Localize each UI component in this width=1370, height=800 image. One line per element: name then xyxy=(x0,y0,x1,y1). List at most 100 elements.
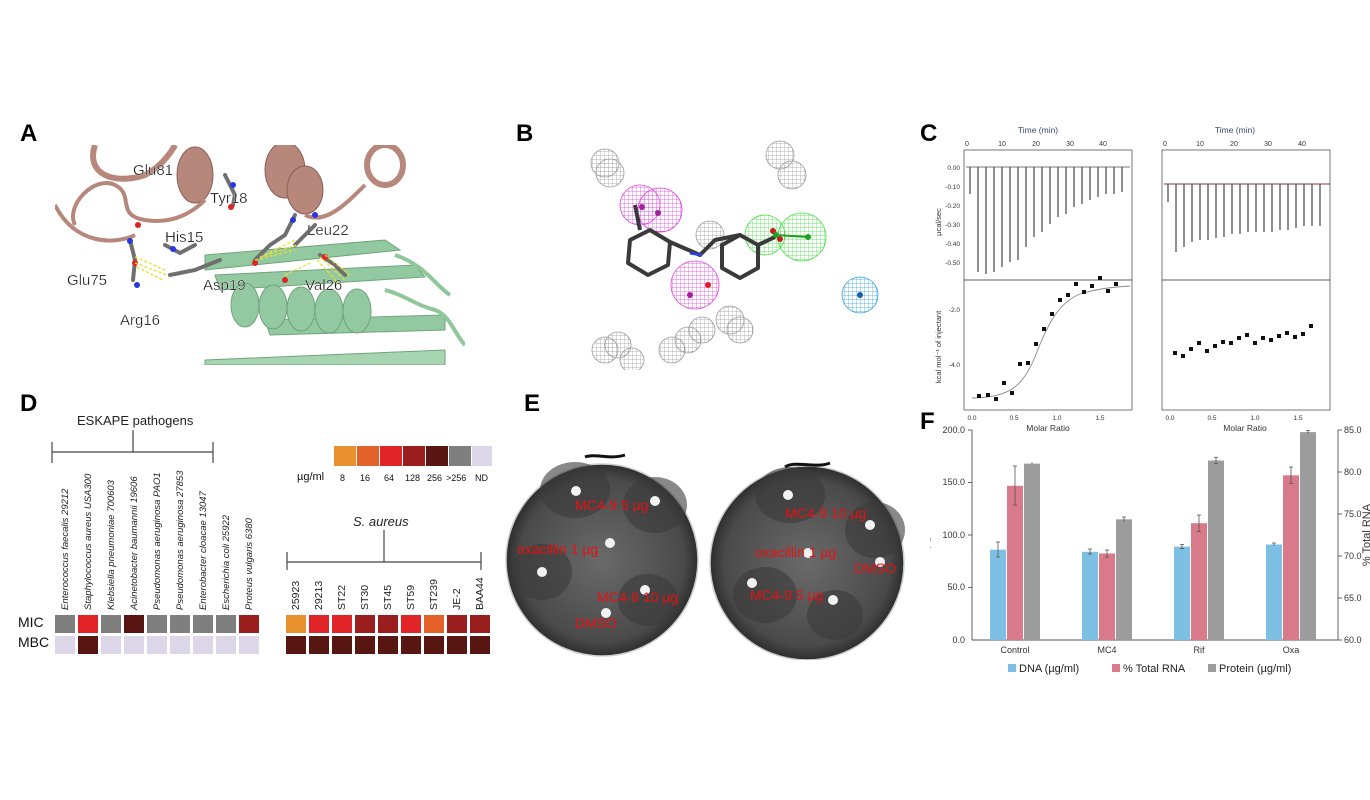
residue-sticks xyxy=(128,173,347,282)
svg-text:oxacillin 1 µg: oxacillin 1 µg xyxy=(755,544,836,560)
f-error-bars xyxy=(996,430,1310,558)
f-right-ylabel: % Total RNA xyxy=(1361,503,1370,566)
svg-text:Molar Ratio: Molar Ratio xyxy=(1223,423,1267,433)
svg-text:1.0: 1.0 xyxy=(1250,415,1259,422)
svg-text:DMSO: DMSO xyxy=(575,615,617,631)
svg-text:Protein (µg/ml): Protein (µg/ml) xyxy=(1219,663,1291,675)
svg-text:MC4: MC4 xyxy=(1097,645,1116,655)
svg-text:40: 40 xyxy=(1099,141,1107,148)
excluded-volume-spheres xyxy=(590,140,807,373)
fit-ylabel: kcal mol⁻¹ of injectant xyxy=(934,310,943,383)
hydrogen-bonds xyxy=(134,239,351,286)
svg-text:Control: Control xyxy=(1000,645,1029,655)
f-legend: DNA (µg/ml) % Total RNA Protein (µg/ml) xyxy=(1008,663,1291,675)
svg-text:DNA (µg/ml): DNA (µg/ml) xyxy=(1019,663,1079,675)
eskape-group-title: ESKAPE pathogens xyxy=(77,413,194,428)
panel-b-pharmacophore xyxy=(580,135,880,373)
plate-1-labels: MC4-9 5 µg oxacillin 1 µg MC4-9 10 µg DM… xyxy=(517,497,678,631)
svg-text:-4.0: -4.0 xyxy=(949,362,961,369)
control-points xyxy=(1173,324,1313,358)
plate-2-labels: MC4-9 10 µg oxacillin 1 µg DMSO MC4-9 5 … xyxy=(750,505,896,603)
svg-text:20: 20 xyxy=(1230,141,1238,148)
eskape-bracket xyxy=(51,430,214,463)
svg-text:60.0: 60.0 xyxy=(1344,635,1362,645)
raw-yticks: 0.00 -0.10 -0.20 -0.30 -0.40 -0.50 xyxy=(945,165,960,267)
panel-d-letter: D xyxy=(20,390,38,417)
svg-text:150.0: 150.0 xyxy=(942,477,965,487)
svg-text:200.0: 200.0 xyxy=(942,425,965,435)
saureus-group-title: S. aureus xyxy=(353,514,409,529)
svg-text:50.0: 50.0 xyxy=(947,582,965,592)
atoms-n xyxy=(127,182,318,288)
panel-c-letter: C xyxy=(920,120,938,147)
f-category-labels: Control MC4 Rif Oxa xyxy=(1000,645,1299,655)
svg-text:-0.40: -0.40 xyxy=(945,241,960,248)
svg-text:0.5: 0.5 xyxy=(1207,415,1216,422)
fit-points xyxy=(977,276,1118,401)
svg-text:-0.20: -0.20 xyxy=(945,203,960,210)
svg-text:70.0: 70.0 xyxy=(1344,551,1362,561)
f-right-ticks: 60.0 65.0 70.0 75.0 80.0 85.0 xyxy=(1344,425,1362,645)
svg-text:Oxa: Oxa xyxy=(1283,645,1300,655)
raw-injection-peaks-control xyxy=(1167,184,1321,252)
svg-text:10: 10 xyxy=(1196,141,1204,148)
svg-text:1.5: 1.5 xyxy=(1095,415,1104,422)
svg-text:30: 30 xyxy=(1066,141,1074,148)
residue-labels: Glu81 Tyr18 His15 Leu22 Glu75 Asp19 Val2… xyxy=(67,162,349,329)
panel-a-protein-structure: Glu81 Tyr18 His15 Leu22 Glu75 Asp19 Val2… xyxy=(53,141,467,366)
svg-text:30: 30 xyxy=(1264,141,1272,148)
svg-text:75.0: 75.0 xyxy=(1344,509,1362,519)
svg-text:0: 0 xyxy=(1163,141,1167,148)
panel-c-right-itc: Time (min) 0 10 20 30 40 xyxy=(1150,122,1350,442)
svg-text:0.0: 0.0 xyxy=(1165,415,1174,422)
panel-f-bar-chart: 0.0 50.0 100.0 150.0 200.0 60.0 65.0 70.… xyxy=(919,420,1370,685)
raw-ylabel: µcal/sec xyxy=(934,208,943,236)
panel-e-letter: E xyxy=(524,390,541,417)
svg-text:0.0: 0.0 xyxy=(952,635,965,645)
fit-yticks: -2.0 -4.0 xyxy=(949,307,961,369)
row-label-mic: MIC xyxy=(18,614,44,630)
svg-text:MC4-9 10 µg: MC4-9 10 µg xyxy=(785,505,866,521)
svg-text:% Total RNA: % Total RNA xyxy=(1123,663,1186,675)
f-left-ticks: 0.0 50.0 100.0 150.0 200.0 xyxy=(942,425,965,645)
label-leu22: Leu22 xyxy=(307,222,349,239)
label-tyr18: Tyr18 xyxy=(210,190,248,207)
time-axis-title: Time (min) xyxy=(1018,125,1058,135)
svg-text:65.0: 65.0 xyxy=(1344,593,1362,603)
label-asp19: Asp19 xyxy=(203,277,246,294)
label-val26: Val26 xyxy=(305,277,342,294)
saureus-bracket xyxy=(286,530,482,570)
svg-text:10: 10 xyxy=(998,141,1006,148)
svg-text:-0.10: -0.10 xyxy=(945,184,960,191)
svg-text:1.0: 1.0 xyxy=(1052,415,1061,422)
label-his15: His15 xyxy=(165,229,203,246)
f-left-ylabel: µg/ml xyxy=(930,521,931,548)
svg-text:MC4-9 10 µg: MC4-9 10 µg xyxy=(597,589,678,605)
panel-a-letter: A xyxy=(20,120,38,147)
svg-text:Time (min): Time (min) xyxy=(1215,125,1255,135)
svg-text:85.0: 85.0 xyxy=(1344,425,1362,435)
svg-text:20: 20 xyxy=(1032,141,1040,148)
atoms-o xyxy=(132,204,328,283)
molar-ticks: 0.0 0.5 1.0 1.5 xyxy=(967,415,1104,422)
label-arg16: Arg16 xyxy=(120,312,160,329)
svg-text:Rif: Rif xyxy=(1194,645,1205,655)
svg-text:-0.50: -0.50 xyxy=(945,260,960,267)
agar-plate-1 xyxy=(505,453,699,657)
svg-text:0.00: 0.00 xyxy=(947,165,960,172)
ligand-molecule xyxy=(626,204,776,280)
svg-text:0: 0 xyxy=(965,141,969,148)
time-ticks: 0 10 20 30 40 xyxy=(965,141,1107,148)
panel-f-letter: F xyxy=(920,408,935,435)
svg-text:MC4-9 5 µg: MC4-9 5 µg xyxy=(750,587,823,603)
fit-curve xyxy=(971,285,1131,399)
svg-text:100.0: 100.0 xyxy=(942,530,965,540)
svg-text:1.5: 1.5 xyxy=(1293,415,1302,422)
svg-text:40: 40 xyxy=(1298,141,1306,148)
svg-text:DMSO: DMSO xyxy=(854,560,896,576)
panel-c-left-itc: Time (min) 0 10 20 30 40 0.00 -0.10 -0.2… xyxy=(930,122,1150,442)
f-bars xyxy=(990,432,1316,640)
row-label-mbc: MBC xyxy=(18,634,50,650)
svg-text:MC4-9 5 µg: MC4-9 5 µg xyxy=(575,497,648,513)
svg-text:-2.0: -2.0 xyxy=(949,307,961,314)
